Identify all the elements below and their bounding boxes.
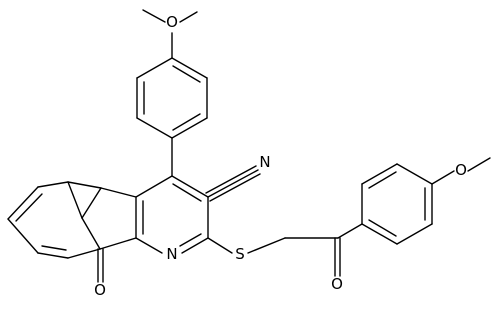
bond-inner	[15, 193, 43, 222]
bond	[99, 237, 137, 250]
bond	[207, 169, 259, 198]
atom-label-sulfur: S	[235, 245, 245, 263]
bond	[81, 217, 101, 250]
bond	[67, 248, 101, 259]
right-phenyl-ring	[361, 163, 433, 245]
bond-inner	[172, 65, 201, 83]
bond	[396, 223, 433, 245]
bond	[467, 157, 491, 172]
bond	[136, 117, 173, 139]
ketone-group	[334, 237, 341, 277]
bond	[7, 186, 39, 220]
bond	[361, 163, 398, 185]
bond	[247, 237, 286, 254]
bond-inner	[172, 183, 202, 202]
bond	[135, 175, 173, 198]
cyclopentanone-ring	[81, 187, 137, 283]
bond	[361, 223, 398, 245]
bond	[209, 173, 261, 202]
atom-label-oxygen-ketone: O	[331, 275, 343, 293]
bond-inner	[41, 245, 67, 251]
bond	[171, 175, 209, 198]
bond-inner	[368, 219, 397, 237]
bond	[207, 237, 233, 254]
atom-label-oxygen-top: O	[166, 13, 178, 31]
bond-inner	[172, 113, 201, 131]
methoxy-group-right	[431, 157, 491, 185]
top-phenyl-ring	[136, 57, 208, 139]
atom-label-oxygen-fluorenone: O	[94, 281, 106, 299]
thioether-chain	[207, 223, 363, 254]
atom-label-nitrogen-nitrile: N	[259, 153, 270, 171]
atom-label-oxygen-right: O	[455, 161, 467, 179]
pyridine-ring	[135, 175, 209, 254]
bond	[431, 170, 455, 185]
atom-label-nitrogen-pyridine: N	[166, 245, 177, 263]
bond-inner	[368, 171, 397, 189]
bond	[37, 252, 69, 259]
bond	[171, 57, 208, 79]
bond	[67, 181, 83, 219]
bond	[67, 181, 102, 189]
bond	[135, 237, 163, 254]
bond-inner	[179, 233, 202, 247]
nitrile-group	[205, 165, 261, 202]
bond	[181, 237, 209, 254]
bond	[142, 9, 166, 23]
bond	[205, 165, 257, 194]
bond	[337, 223, 363, 239]
bond	[81, 187, 102, 219]
bond	[171, 117, 208, 139]
methoxy-group-top	[142, 9, 198, 59]
bond	[179, 11, 198, 23]
bond	[7, 218, 39, 254]
bond	[100, 187, 137, 198]
bond	[136, 57, 173, 79]
bond	[37, 181, 69, 188]
benzo-ring	[7, 181, 102, 259]
bond	[396, 163, 433, 185]
